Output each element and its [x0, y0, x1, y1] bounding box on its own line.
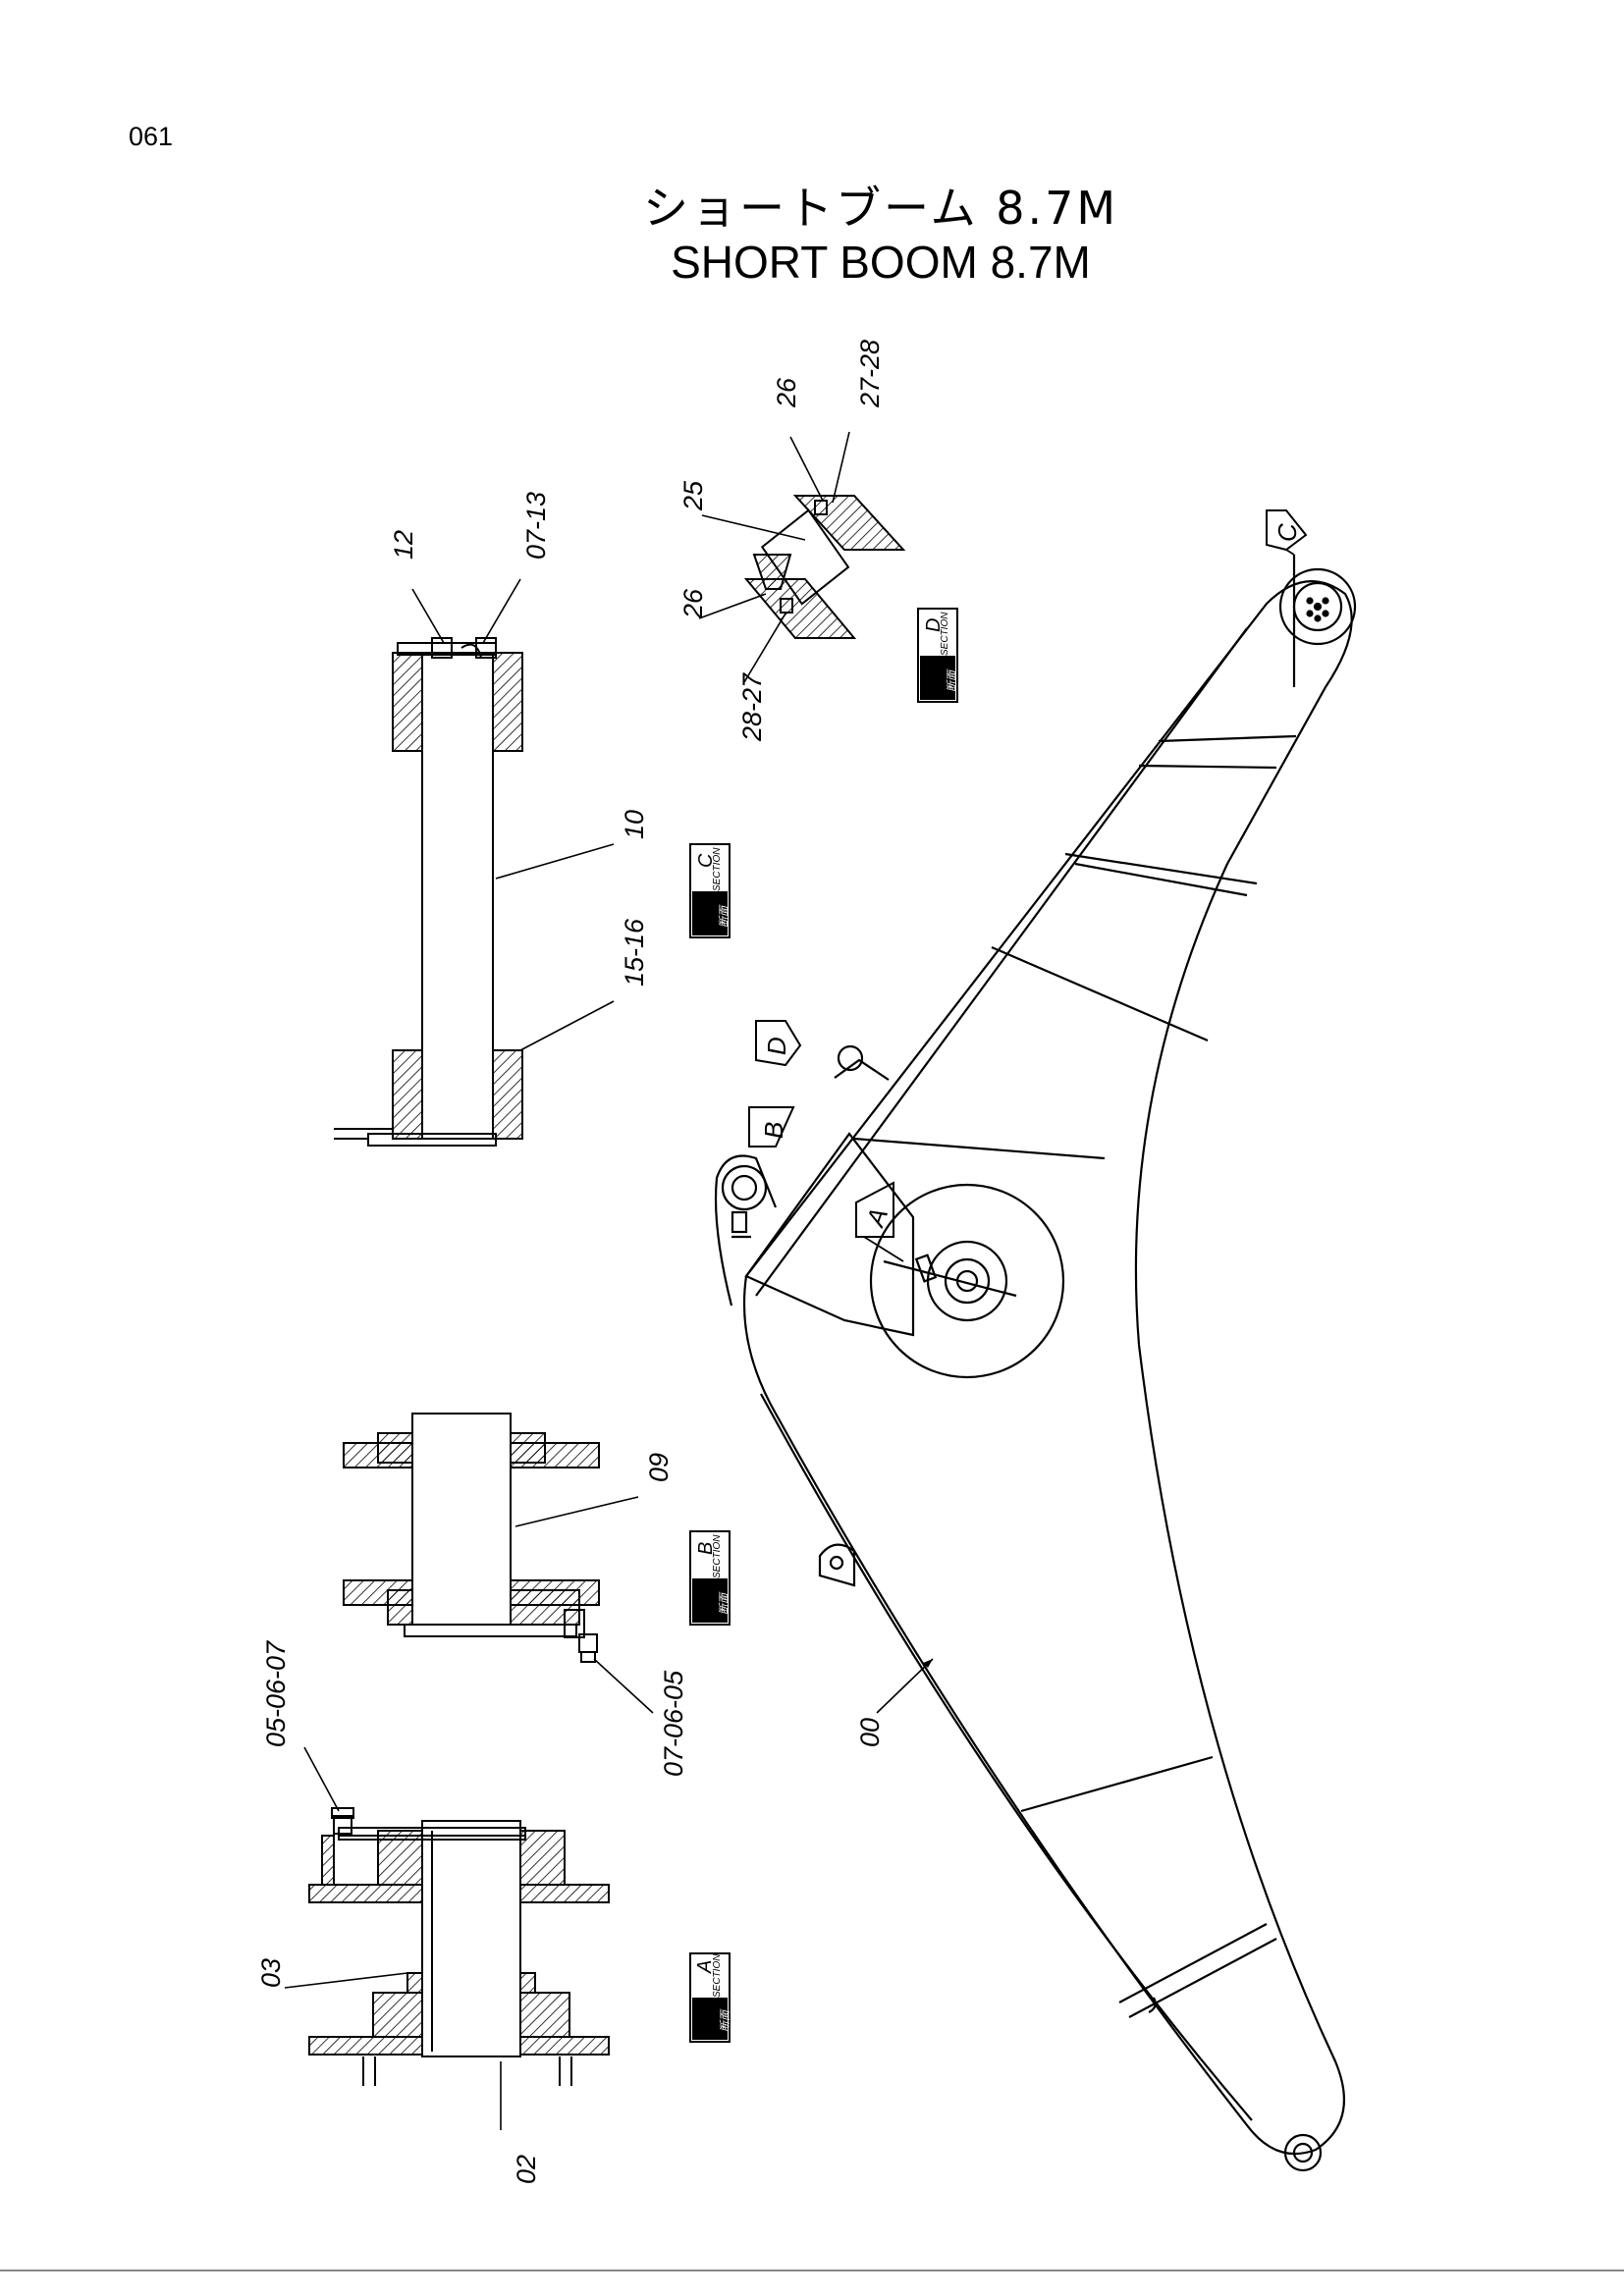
- section-b-tag: 断面 SECTION B: [689, 1530, 731, 1626]
- svg-text:07-06-05: 07-06-05: [659, 1670, 688, 1777]
- part-label-26-upper: 26: [772, 377, 824, 502]
- svg-text:27-28: 27-28: [855, 340, 885, 408]
- part-label-27-28: 27-28: [832, 340, 885, 504]
- svg-text:断面: 断面: [719, 2008, 731, 2032]
- section-a-view: [308, 1807, 610, 2086]
- svg-text:02: 02: [512, 2155, 541, 2184]
- svg-text:断面: 断面: [946, 668, 958, 692]
- part-label-02: 02: [500, 2061, 541, 2184]
- boom-body: [714, 555, 1357, 2172]
- title-japanese: ショートブーム 8.7M: [642, 182, 1119, 235]
- section-c-view: [334, 637, 523, 1147]
- view-marker-c: C: [1266, 509, 1308, 556]
- svg-text:25: 25: [678, 480, 708, 511]
- section-d-tag: 断面 SECTION D: [917, 608, 958, 703]
- part-label-00: 00: [855, 1658, 934, 1747]
- svg-text:SECTION: SECTION: [712, 1953, 723, 1998]
- svg-text:C: C: [695, 853, 717, 868]
- svg-text:28-27: 28-27: [737, 672, 767, 742]
- section-b-view: [343, 1413, 600, 1663]
- svg-text:B: B: [695, 1542, 717, 1555]
- view-marker-b: B: [748, 1106, 795, 1148]
- part-label-05-06-07: 05-06-07: [261, 1640, 340, 1812]
- svg-text:断面: 断面: [718, 1591, 731, 1615]
- svg-text:12: 12: [389, 530, 418, 560]
- svg-text:07-13: 07-13: [521, 492, 551, 560]
- svg-text:D: D: [762, 1037, 791, 1055]
- svg-text:00: 00: [855, 1718, 885, 1747]
- part-label-09: 09: [514, 1453, 674, 1527]
- svg-text:03: 03: [256, 1958, 286, 1988]
- section-d-view: [743, 495, 906, 639]
- svg-text:15-16: 15-16: [620, 918, 649, 987]
- page-number: 061: [129, 122, 174, 151]
- part-label-03: 03: [256, 1958, 408, 1989]
- part-label-25: 25: [678, 480, 806, 541]
- svg-text:断面: 断面: [718, 904, 731, 928]
- svg-text:B: B: [759, 1122, 788, 1139]
- svg-text:26: 26: [678, 588, 708, 619]
- svg-text:C: C: [1272, 523, 1302, 542]
- footer-rule: [0, 2269, 1624, 2271]
- svg-text:26: 26: [772, 377, 801, 408]
- part-label-15-16: 15-16: [519, 918, 649, 1051]
- svg-text:A: A: [694, 1960, 716, 1974]
- part-label-26-lower: 26: [678, 588, 767, 619]
- part-label-07-13: 07-13: [482, 492, 551, 644]
- svg-text:SECTION: SECTION: [940, 612, 950, 656]
- svg-text:05-06-07: 05-06-07: [261, 1640, 291, 1747]
- svg-text:A: A: [859, 1203, 893, 1231]
- svg-text:SECTION: SECTION: [712, 1534, 723, 1578]
- svg-text:10: 10: [620, 810, 649, 839]
- svg-text:09: 09: [644, 1453, 674, 1482]
- part-label-12: 12: [389, 530, 445, 644]
- title-english: SHORT BOOM 8.7M: [671, 237, 1091, 288]
- part-label-10: 10: [495, 810, 649, 880]
- svg-text:SECTION: SECTION: [712, 847, 723, 891]
- part-label-28-27: 28-27: [737, 613, 786, 742]
- section-c-tag: 断面 SECTION C: [689, 843, 731, 938]
- svg-text:D: D: [923, 618, 945, 632]
- view-marker-d: D: [755, 1020, 802, 1067]
- section-a-tag: 断面 SECTION A: [689, 1952, 731, 2043]
- part-label-07-06-05: 07-06-05: [593, 1658, 688, 1777]
